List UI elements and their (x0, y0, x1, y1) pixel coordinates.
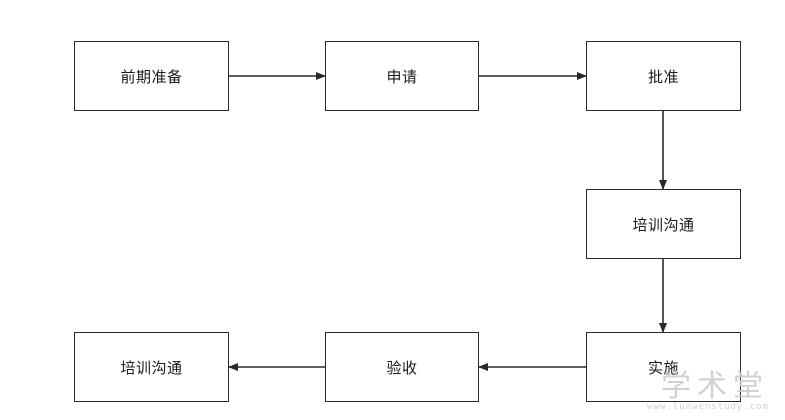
node-implementation: 实施 (586, 332, 741, 402)
node-label: 批准 (647, 67, 679, 86)
node-preparation: 前期准备 (74, 41, 229, 111)
node-label: 实施 (647, 358, 679, 377)
node-acceptance: 验收 (325, 332, 479, 402)
node-application: 申请 (325, 41, 479, 111)
node-label: 前期准备 (120, 67, 183, 86)
node-label: 申请 (386, 67, 418, 86)
node-training-communication: 培训沟通 (586, 189, 741, 259)
node-label: 培训沟通 (632, 215, 695, 234)
node-training-communication-final: 培训沟通 (74, 332, 229, 402)
node-approval: 批准 (586, 41, 741, 111)
node-label: 培训沟通 (120, 358, 183, 377)
node-label: 验收 (386, 358, 418, 377)
